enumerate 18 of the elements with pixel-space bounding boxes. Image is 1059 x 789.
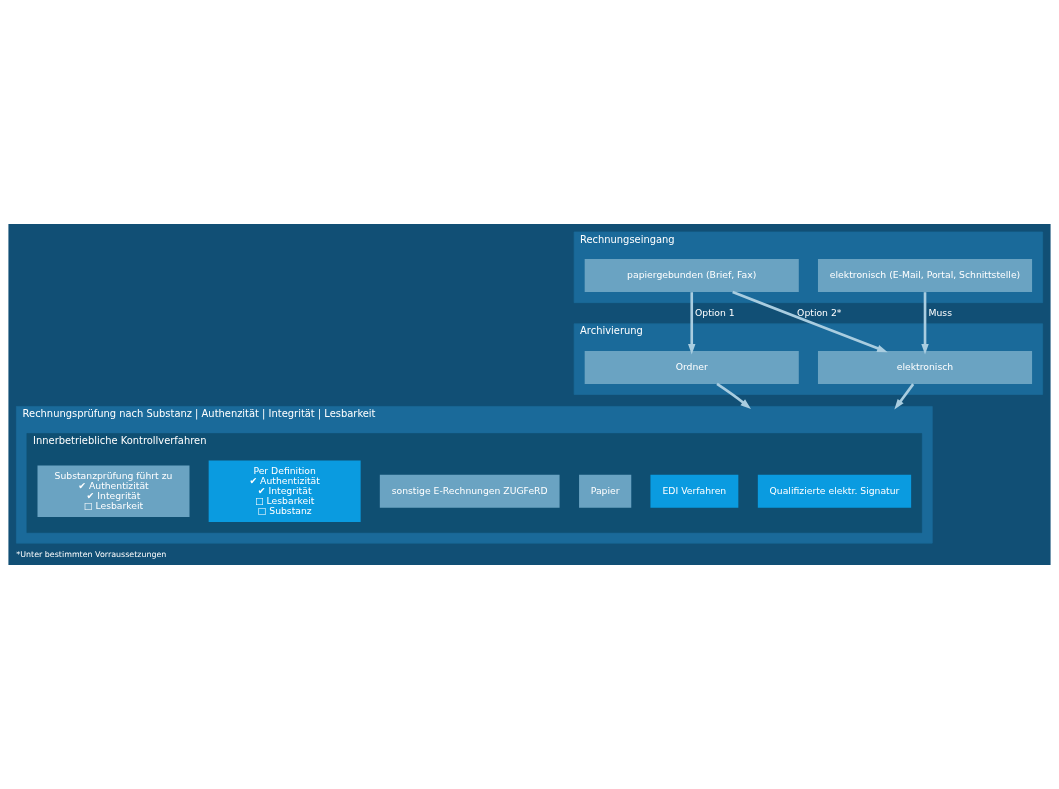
edge-label: Option 1	[695, 306, 735, 318]
node-box: sonstige E-Rechnungen ZUGFeRD	[379, 474, 560, 508]
node-box: elektronisch	[817, 350, 1033, 384]
arrow	[921, 292, 929, 355]
node-box: papiergebunden (Brief, Fax)	[584, 259, 799, 293]
node-box: Per Definition ✔ Authentizität ✔ Integrität □ Lesbarkeit □ Substanz	[208, 460, 361, 523]
node-box: elektronisch (E-Mail, Portal, Schnittstelle)	[817, 259, 1033, 293]
node-box: EDI Verfahren	[650, 474, 739, 508]
arrow	[732, 290, 888, 353]
node-box: Papier	[579, 474, 632, 508]
node-box: Substanzprüfung führt zu ✔ Authentizität ✔ Integrität □ Lesbarkeit	[37, 465, 190, 518]
edge-label: Muss	[928, 306, 952, 318]
arrow	[716, 382, 752, 409]
node-box: Qualifizierte elektr. Signatur	[757, 474, 912, 508]
edge-label: Option 2*	[797, 306, 842, 318]
arrow	[688, 292, 696, 355]
arrow	[894, 383, 915, 410]
node-box: Ordner	[584, 350, 799, 384]
